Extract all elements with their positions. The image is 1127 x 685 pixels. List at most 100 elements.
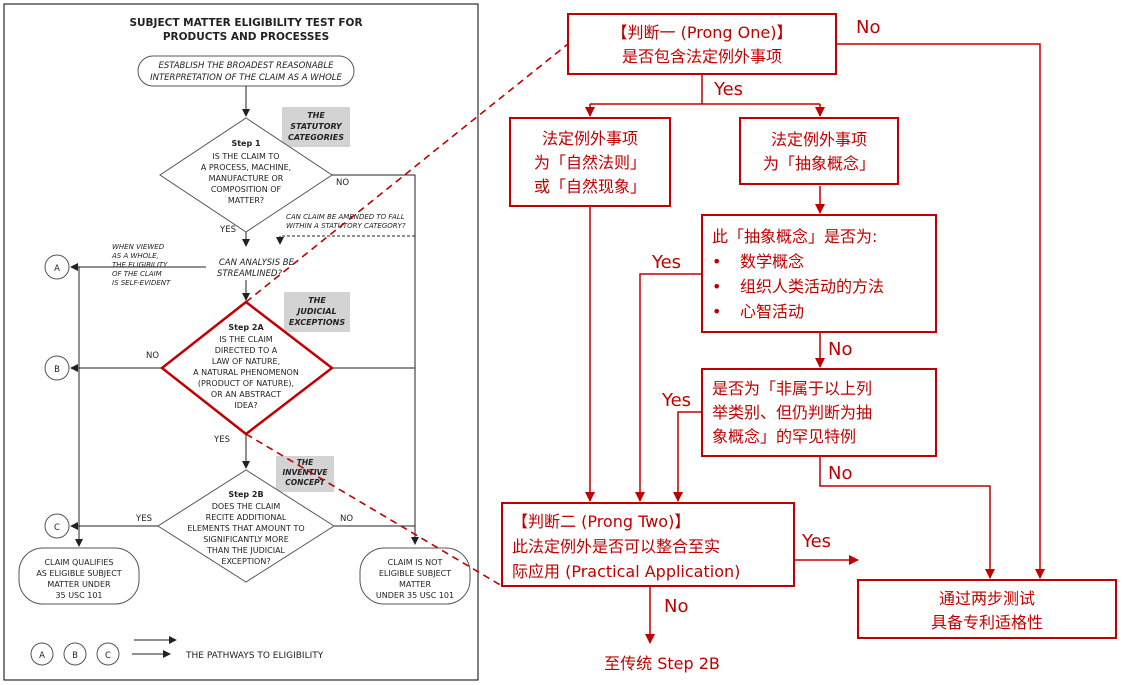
prong-two-title: 【判断二 (Prong Two)】: [512, 512, 690, 531]
pass-box: [857, 579, 1117, 639]
rare-case-yes-label: Yes: [661, 390, 691, 411]
not-eligible-line1: CLAIM IS NOT: [388, 558, 443, 567]
qualifies-line4: 35 USC 101: [55, 591, 102, 600]
qualifies-terminal: [18, 547, 140, 605]
step2a-line2: DIRECTED TO A: [215, 346, 278, 355]
natural-law-line3: 或「自然现象」: [534, 177, 646, 196]
step2b-line3: ELEMENTS THAT AMOUNT TO: [187, 524, 304, 533]
prong-two-box: [501, 502, 795, 587]
judicial-tag-line1: THE: [308, 296, 326, 305]
step2a-line5: (PRODUCT OF NATURE),: [198, 379, 294, 388]
abstract-idea-box: [739, 117, 899, 185]
pass-line1: 通过两步测试: [939, 589, 1035, 608]
step2a-no-label: NO: [146, 351, 159, 361]
zoom-dashed-lines: [245, 43, 569, 587]
step2a-line3: LAW OF NATURE,: [212, 357, 280, 366]
left-title-line1: SUBJECT MATTER ELIGIBILITY TEST FOR: [129, 17, 362, 29]
when-viewed-line5: IS SELF-EVIDENT: [112, 279, 171, 287]
step1-label: Step 1: [231, 139, 261, 148]
bullet-item-math: 数学概念: [740, 252, 804, 271]
natural-law-box: [509, 117, 671, 207]
inventive-tag-line2: INVENTIVE: [282, 468, 328, 477]
prong-one-no-label: No: [856, 17, 880, 38]
start-text-line1: ESTABLISH THE BROADEST REASONABLE: [159, 61, 335, 71]
prong-one-yes-label: Yes: [713, 79, 743, 100]
rare-case-line1: 是否为「非属于以上列: [712, 379, 872, 398]
not-eligible-line3: MATTER: [399, 580, 431, 589]
step2b-line5: THAN THE JUDICIAL: [206, 546, 286, 555]
bullet-1-dot: •: [712, 252, 721, 271]
start-text-line2: INTERPRETATION OF THE CLAIM AS A WHOLE: [150, 73, 342, 83]
natural-law-line2: 为「自然法则」: [534, 153, 646, 172]
rare-case-line3: 象概念」的罕见特例: [712, 427, 856, 446]
judicial-exceptions-tag: [284, 292, 350, 332]
rare-case-line2: 举类别、但仍判断为抽: [712, 403, 872, 422]
statutory-tag-line3: CATEGORIES: [288, 133, 344, 142]
step2b-line2: RECITE ADDITIONAL: [206, 513, 287, 522]
left-dashed-connectors: [180, 235, 415, 268]
bullet-item-mental: 心智活动: [740, 302, 804, 321]
when-viewed-line2: AS A WHOLE,: [111, 252, 159, 260]
prong-one-question: 是否包含法定例外事项: [622, 47, 782, 66]
abstract-line2: 为「抽象概念」: [763, 154, 875, 173]
step1-line1: IS THE CLAIM TO: [212, 152, 279, 161]
step2b-yes-label: YES: [135, 514, 152, 524]
step2b-label: Step 2B: [228, 490, 263, 499]
step2b-diamond: [157, 469, 335, 583]
prong-two-no-label: No: [664, 596, 688, 617]
step2a-line7: IDEA?: [234, 401, 257, 410]
not-eligible-terminal: [359, 547, 471, 605]
bullet-3-dot: •: [712, 302, 721, 321]
circle-b-label: B: [54, 365, 60, 375]
step2b-line1: DOES THE CLAIM: [212, 502, 281, 511]
legend-circle-c: [96, 642, 120, 666]
inventive-tag-line1: THE: [297, 458, 314, 467]
bullet-2-dot: •: [712, 277, 721, 296]
statutory-categories-tag: [282, 107, 350, 147]
prong-one-box: [567, 13, 837, 75]
prong-two-line2: 际应用 (Practical Application): [512, 562, 740, 581]
to-step-2b-text: 至传统 Step 2B: [604, 654, 720, 673]
right-connectors: [585, 43, 1045, 644]
circle-a: [44, 254, 70, 280]
circle-a-label: A: [54, 264, 60, 274]
rare-case-box: [701, 368, 937, 457]
abstract-no-label: No: [828, 339, 852, 360]
step1-line2: A PROCESS, MACHINE,: [201, 163, 291, 172]
step2a-yes-label: YES: [213, 435, 230, 445]
abstract-question: 此「抽象概念」是否为:: [712, 227, 877, 246]
legend-a-label: A: [39, 651, 45, 661]
legend-pathways-text: THE PATHWAYS TO ELIGIBILITY: [185, 651, 324, 661]
pass-line2: 具备专利适格性: [931, 613, 1043, 632]
when-viewed-line1: WHEN VIEWED: [112, 243, 165, 251]
step2a-line6: OR AN ABSTRACT: [211, 390, 281, 399]
statutory-tag-line2: STATUTORY: [290, 122, 343, 131]
qualifies-line1: CLAIM QUALIFIES: [44, 558, 113, 567]
legend-b-label: B: [72, 651, 78, 661]
when-viewed-line4: OF THE CLAIM: [112, 270, 162, 278]
streamlined-line2: STREAMLINED?: [217, 269, 283, 279]
legend-circle-a: [30, 642, 54, 666]
step1-line3: MANUFACTURE OR: [209, 174, 284, 183]
step2b-line6: EXCEPTION?: [221, 557, 270, 566]
judicial-tag-line3: EXCEPTIONS: [289, 318, 345, 327]
inventive-concept-tag: [276, 456, 334, 492]
circle-b: [44, 355, 70, 381]
qualifies-line2: AS ELIGIBLE SUBJECT: [36, 569, 121, 578]
bullet-item-human-activity: 组织人类活动的方法: [740, 277, 884, 296]
circle-c-label: C: [54, 523, 60, 533]
judicial-tag-line2: JUDICIAL: [295, 307, 336, 316]
step1-line4: COMPOSITION OF: [211, 185, 282, 194]
step2b-no-label: NO: [340, 514, 353, 524]
step2a-line1: IS THE CLAIM: [219, 335, 273, 344]
step1-line5: MATTER?: [228, 196, 264, 205]
prong-two-line1: 此法定例外是否可以整合至实: [512, 537, 720, 556]
inventive-tag-line3: CONCEPT: [285, 478, 325, 487]
rare-case-no-label: No: [828, 463, 852, 484]
abstract-yes-label: Yes: [651, 252, 681, 273]
step1-no-label: NO: [336, 178, 349, 188]
legend-c-label: C: [105, 651, 111, 661]
step2a-label: Step 2A: [228, 323, 264, 332]
step2a-line4: A NATURAL PHENOMENON: [193, 368, 299, 377]
